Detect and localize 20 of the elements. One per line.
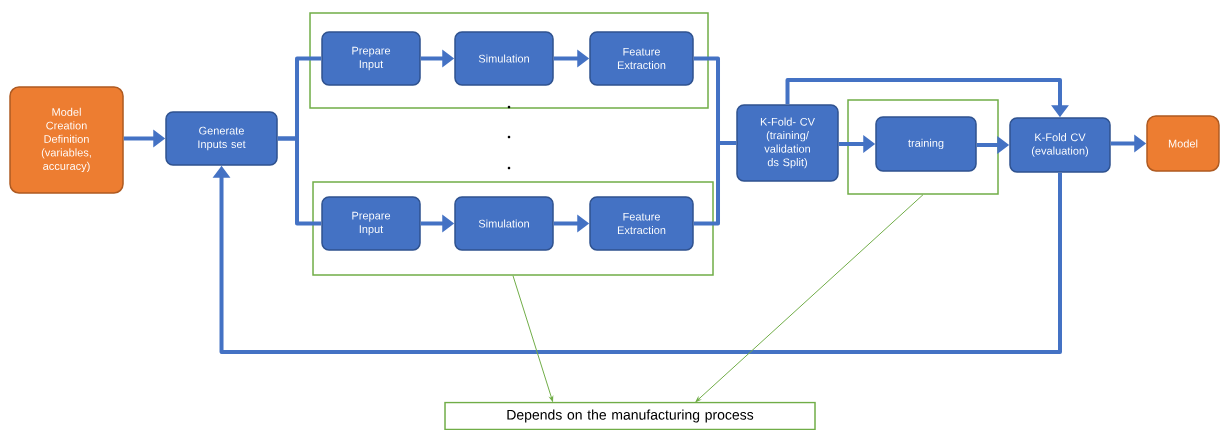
process-box: Prepare Input: [321, 196, 421, 251]
process-box: K-Fold CV (evaluation): [1009, 117, 1111, 173]
connector-line: [693, 141, 737, 226]
process-box: K-Fold- CV (training/ validation ds Split): [736, 104, 839, 182]
process-box: training: [875, 116, 977, 172]
process-box: Feature Extraction: [589, 196, 694, 251]
group-frame: [312, 181, 714, 276]
process-box: Generate Inputs set: [165, 111, 278, 166]
terminal-box: Model Creation Definition (variables, accuracy): [9, 86, 124, 194]
group-frame: [847, 99, 999, 195]
leader-line: [695, 194, 924, 402]
process-box: Prepare Input: [321, 31, 421, 86]
terminal-box: Model: [1146, 115, 1220, 172]
process-box: Simulation: [454, 31, 554, 86]
note-box: Depends on the manufacturing process: [444, 401, 816, 430]
process-box: Simulation: [454, 196, 554, 251]
group-frame: [309, 12, 709, 109]
leader-line: [512, 275, 554, 402]
process-box: Feature Extraction: [589, 31, 694, 86]
connector-line: [277, 136, 322, 226]
